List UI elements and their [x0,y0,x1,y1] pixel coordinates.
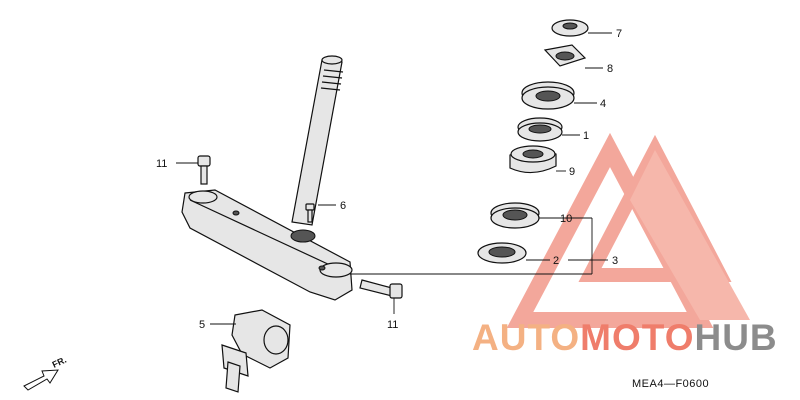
label-part-3: 3 [612,255,618,267]
label-part-5: 5 [199,319,205,331]
label-part-10: 10 [560,213,572,225]
part-2-dust-seal [477,242,527,264]
watermark-text: AUTOMOTOHUB [472,317,778,358]
part-9-bearing-race [509,145,557,174]
part-1-upper-bearing [517,117,563,142]
part-7-locknut [551,19,589,37]
steering-stem [291,55,344,226]
part-10-lower-race [490,202,540,229]
bolt-top-11 [197,155,211,185]
leader-lines [176,32,612,325]
label-part-1: 1 [583,130,589,142]
label-part-11-bottom: 11 [387,319,398,331]
bolt-bottom-11 [359,279,403,299]
part-4-adjusting-nut [521,81,575,110]
figure-code: MEA4—F0600 [632,378,709,390]
label-part-8: 8 [607,63,613,75]
bolt-6 [305,203,315,223]
front-direction-marker: FR. [23,355,68,391]
front-marker-text: FR. [51,355,68,370]
label-part-9: 9 [569,166,575,178]
watermark-word-auto: AUTO [472,317,580,358]
bottom-bridge [181,189,353,301]
label-part-2: 2 [553,255,559,267]
ignition-switch [221,309,291,393]
part-8-lock-washer [543,44,587,67]
label-part-7: 7 [616,28,622,40]
watermark-word-moto: MOTO [580,317,694,358]
part-labels: 7 8 4 1 9 10 2 3 6 11 11 5 [156,28,622,331]
watermark-word-hub: HUB [694,317,777,358]
label-part-11-top: 11 [156,158,167,170]
label-part-4: 4 [600,98,606,110]
label-part-6: 6 [340,200,346,212]
watermark-logo [506,132,750,328]
